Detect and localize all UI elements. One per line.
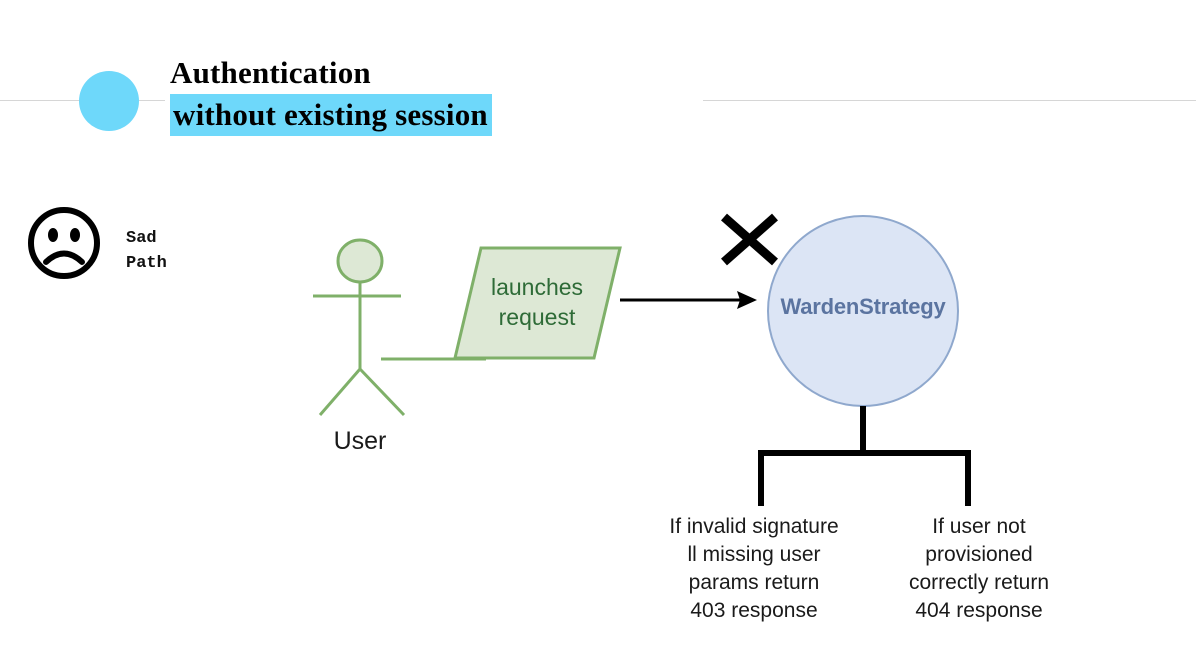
page-title: Authentication without existing session: [170, 52, 492, 136]
header-bullet-dot: [79, 71, 139, 131]
action-label: launches request: [462, 272, 612, 332]
branch-403-note: If invalid signature ll missing user par…: [638, 513, 870, 625]
page-title-line-2: without existing session: [170, 94, 492, 136]
action-parallelogram: [453, 246, 622, 360]
branch-404-note: If user not provisioned correctly return…: [872, 513, 1086, 625]
sad-face-icon: [28, 207, 100, 279]
branch-403-line-2: ll missing user: [687, 543, 821, 566]
branch-404-line-3: correctly return: [908, 571, 1050, 594]
user-actor-icon: [313, 238, 406, 417]
flow-arrow-icon: [620, 291, 757, 309]
page-title-line-1: Authentication: [170, 55, 371, 90]
branch-403-line-3: params return: [688, 571, 820, 594]
header-divider-right: [703, 100, 1196, 101]
action-label-line-2: request: [498, 304, 576, 330]
sad-path-line-2: Path: [126, 254, 167, 273]
branch-404-line-4: 404 response: [915, 599, 1043, 622]
x-mark-icon: [721, 213, 778, 266]
branch-404-line-2: provisioned: [925, 543, 1033, 566]
user-actor-label: User: [333, 427, 387, 455]
branch-403-line-4: 403 response: [690, 599, 818, 622]
sad-path-line-1: Sad: [126, 229, 157, 248]
warden-strategy-label: WardenStrategy: [780, 294, 946, 319]
branch-connectors: [758, 406, 971, 506]
branch-403-line-1: If invalid signature: [669, 515, 839, 538]
branch-404-line-1: If user not: [932, 515, 1026, 538]
action-label-line-1: launches: [490, 274, 584, 300]
